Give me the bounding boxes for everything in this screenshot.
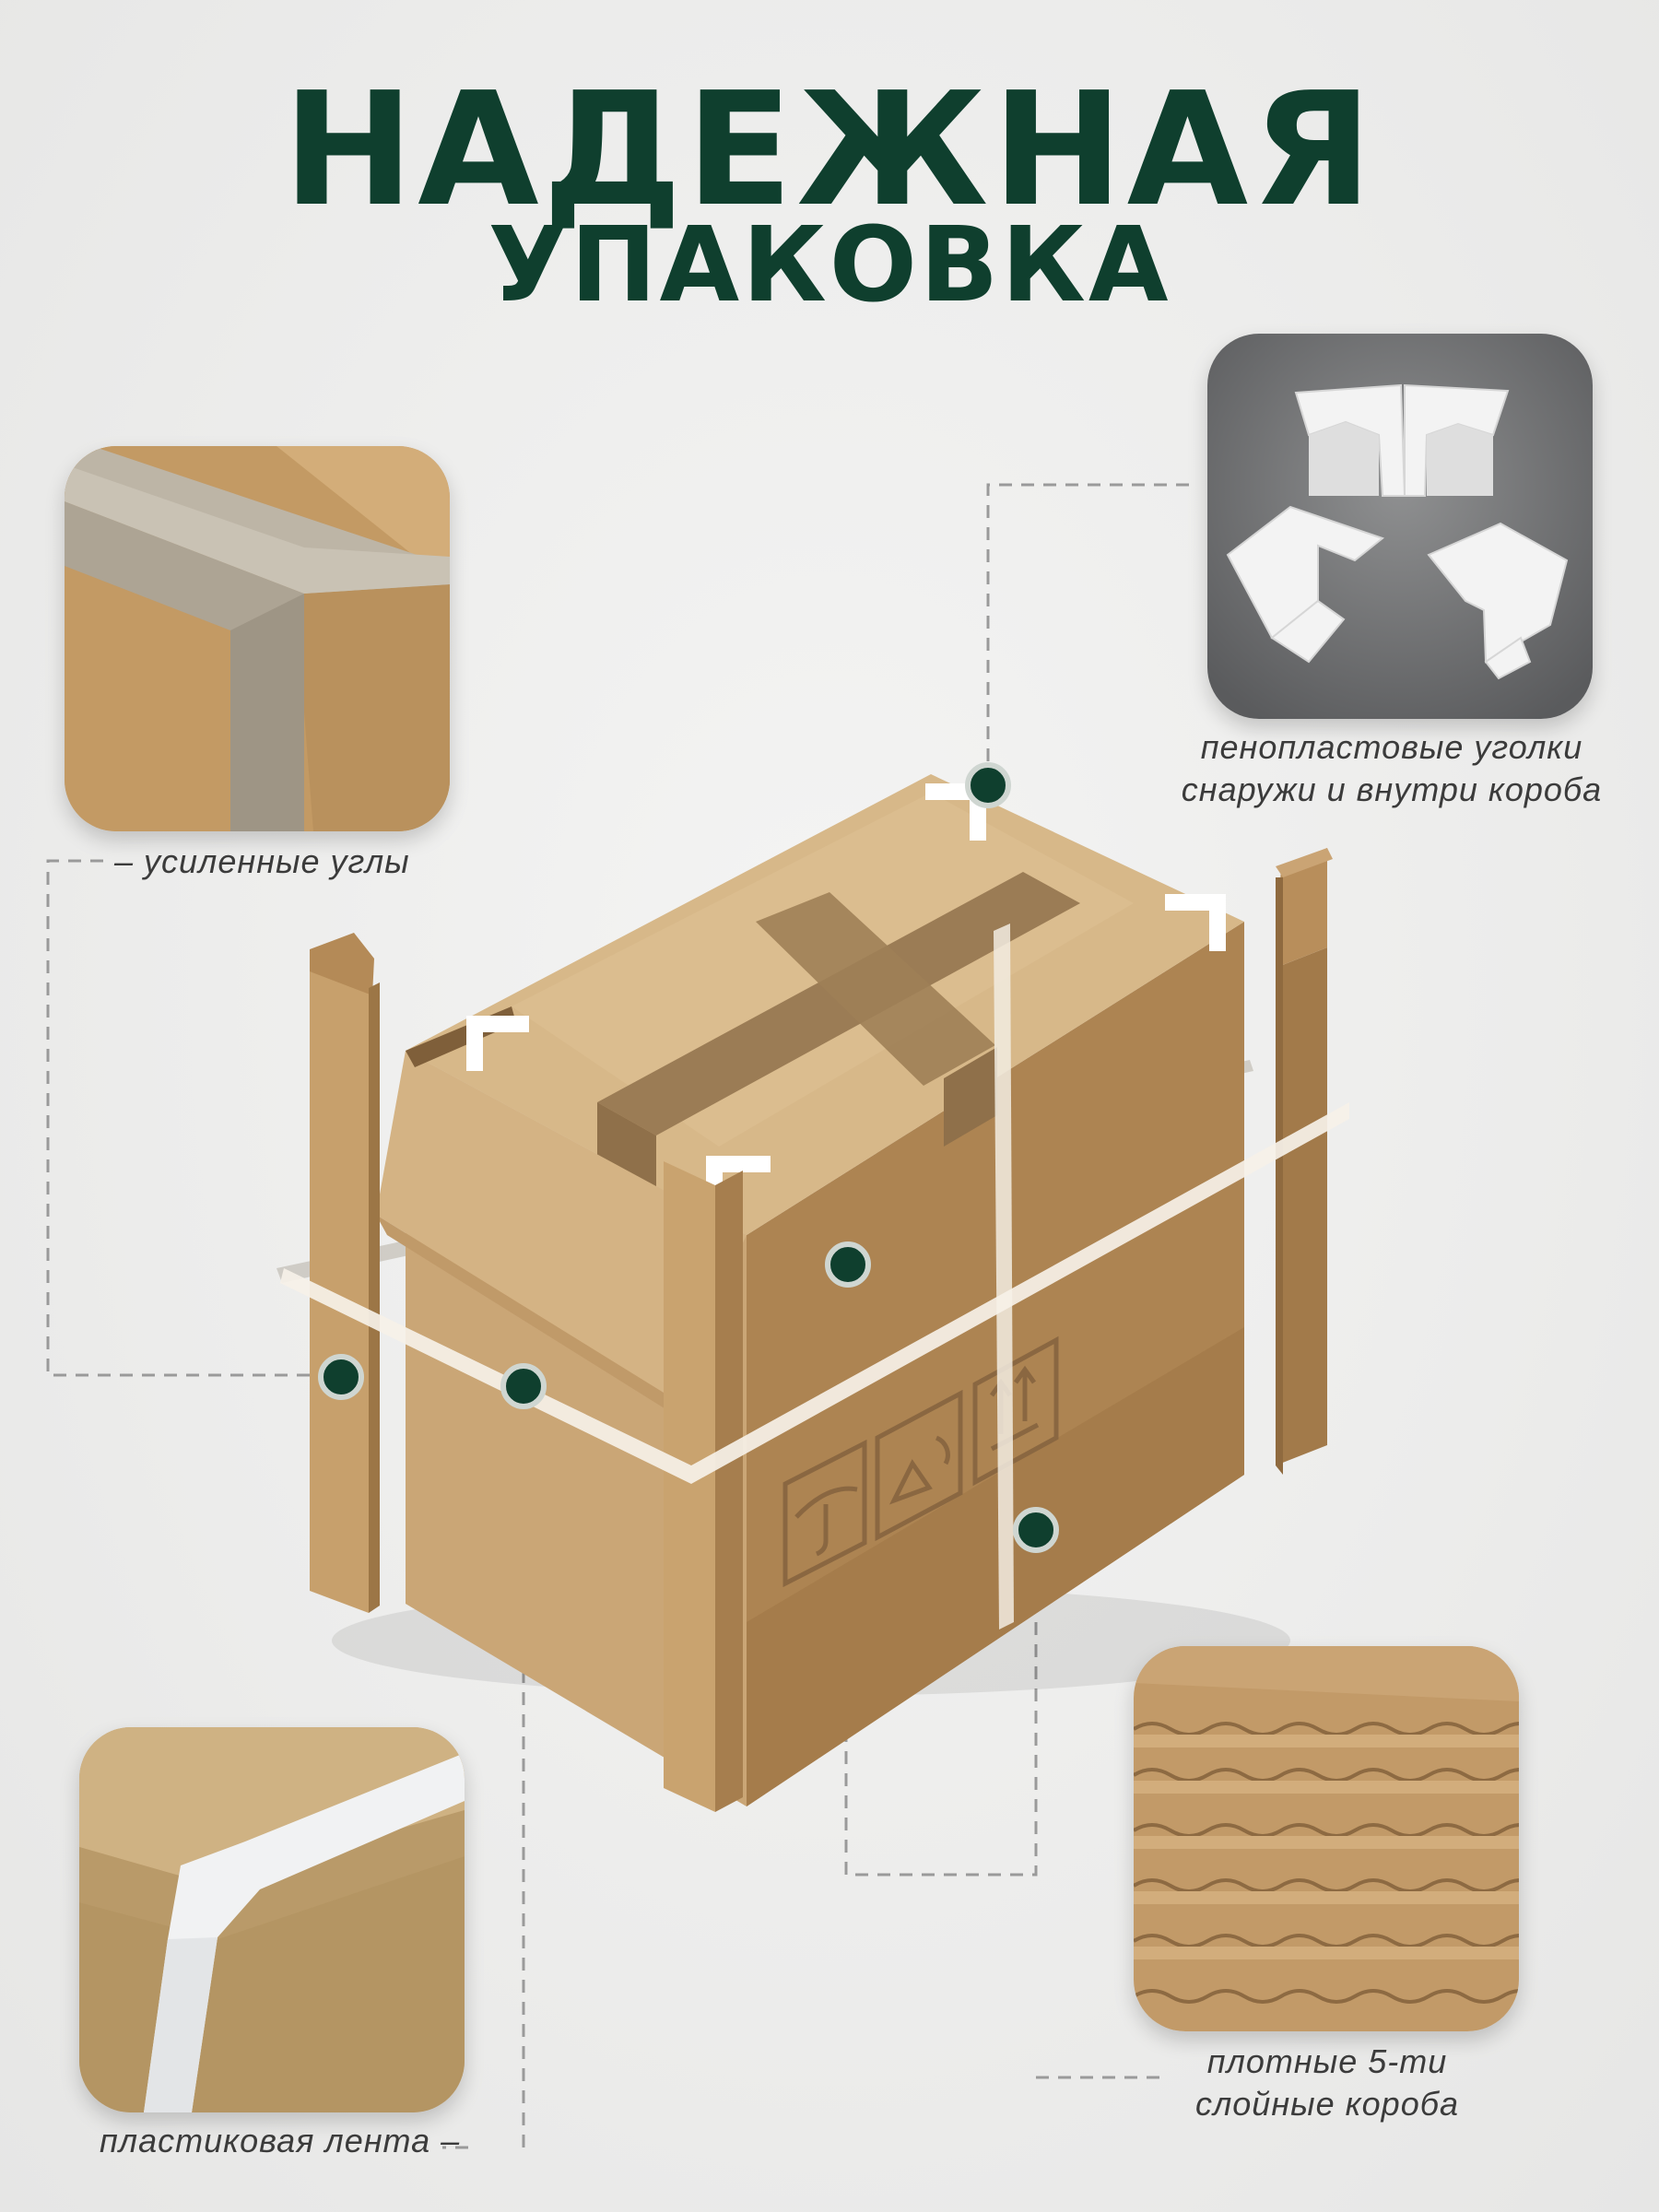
corrugated-layers-icon — [1134, 1646, 1519, 2031]
strap-vertical — [994, 924, 1014, 1630]
corner-post-front-left — [310, 933, 380, 1613]
strap-front — [280, 1102, 1349, 1484]
foam-corner-mark-4 — [1165, 894, 1226, 951]
foam-corner-mark-1 — [466, 1016, 529, 1071]
plastic-strap-icon — [79, 1727, 465, 2112]
feature-card-strap — [79, 1727, 465, 2112]
leader-line-corners — [46, 859, 343, 1377]
umbrella-icon — [782, 1439, 867, 1588]
leader-line-foam — [986, 483, 1189, 774]
feature-card-corners — [65, 446, 450, 831]
corner-post-back-right — [1276, 848, 1333, 1475]
feature-card-foam — [1207, 334, 1593, 719]
caption-layers: плотные 5-ти слойные короба — [1143, 2041, 1512, 2125]
corner-post-front-center — [664, 1161, 743, 1812]
feature-markers — [318, 762, 1059, 1553]
leader-line-box-front — [844, 1265, 1038, 1877]
caption-corners: – усиленные углы — [114, 842, 410, 880]
marker-box-face — [825, 1241, 871, 1288]
page-title-line-2: УПАКОВКА — [488, 206, 1171, 325]
caption-corners-text: усиленные углы — [144, 842, 410, 880]
page-title-line-1: НАДЕЖНАЯ — [282, 59, 1377, 241]
marker-layers — [1013, 1507, 1059, 1553]
cardboard-corner-protector-icon — [65, 446, 450, 831]
marker-corners — [318, 1354, 364, 1400]
feature-card-layers — [1134, 1646, 1519, 2031]
caption-strap: пластиковая лента – — [100, 2122, 461, 2159]
caption-foam: пенопластовые уголки снаружи и внутри ко… — [1143, 726, 1641, 811]
foam-corner-pieces-icon — [1207, 334, 1593, 719]
caption-layers-line-2: слойные короба — [1194, 2085, 1459, 2123]
marker-strap — [500, 1363, 547, 1409]
caption-layers-line-1: плотные 5-ти — [1206, 2042, 1448, 2080]
marker-foam — [965, 762, 1011, 808]
caption-strap-text: пластиковая лента — [100, 2122, 431, 2159]
recycle-icon — [875, 1389, 963, 1542]
cardboard-box — [376, 774, 1244, 1806]
caption-foam-line-1: пенопластовые уголки — [1200, 728, 1583, 766]
caption-foam-line-2: снаружи и внутри короба — [1181, 771, 1603, 808]
